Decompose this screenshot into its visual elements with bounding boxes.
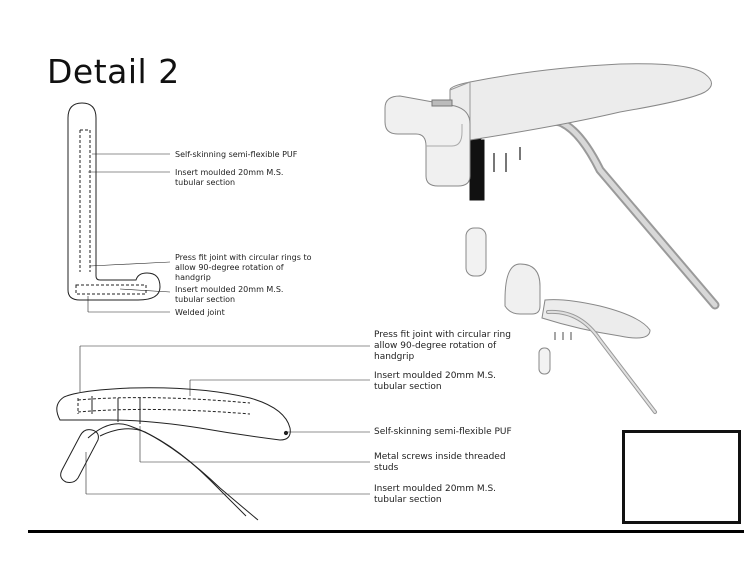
- armrest-vertical-section: [67, 102, 171, 313]
- label-press-fit-bottom-2: allow 90-degree rotation of: [374, 341, 497, 351]
- bottom-rule: [28, 530, 744, 533]
- label-tubular-section-bottom-1: tubular section: [374, 382, 442, 392]
- label-tubular-section-top-2: tubular section: [175, 295, 236, 304]
- armrest-horizontal-section: [56, 345, 370, 521]
- label-insert-moulded-bottom-2: Insert moulded 20mm M.S.: [374, 484, 497, 494]
- label-insert-moulded-top-2: Insert moulded 20mm M.S.: [175, 285, 284, 294]
- label-insert-moulded-top-1: Insert moulded 20mm M.S.: [175, 168, 284, 177]
- armrest-exploded-render: [384, 63, 720, 414]
- label-self-skinning-top: Self-skinning semi-flexible PUF: [175, 150, 298, 159]
- label-press-fit-top-3: handgrip: [175, 273, 211, 282]
- label-press-fit-top-1: Press fit joint with circular rings to: [175, 253, 312, 262]
- label-insert-moulded-bottom-1: Insert moulded 20mm M.S.: [374, 371, 497, 381]
- label-press-fit-top-2: allow 90-degree rotation of: [175, 263, 284, 272]
- label-metal-screws-2: studs: [374, 463, 399, 473]
- label-self-skinning-bottom: Self-skinning semi-flexible PUF: [374, 427, 512, 437]
- label-tubular-section-top-1: tubular section: [175, 178, 236, 187]
- label-welded-joint: Welded joint: [175, 308, 225, 317]
- label-press-fit-bottom-1: Press fit joint with circular ring: [374, 330, 511, 340]
- page-title: Detail 2: [47, 52, 180, 91]
- label-metal-screws-1: Metal screws inside threaded: [374, 452, 506, 462]
- label-tubular-section-bottom-2: tubular section: [374, 495, 442, 505]
- wheelchair-thumbnail-frame: [622, 430, 741, 524]
- label-press-fit-bottom-3: handgrip: [374, 352, 415, 362]
